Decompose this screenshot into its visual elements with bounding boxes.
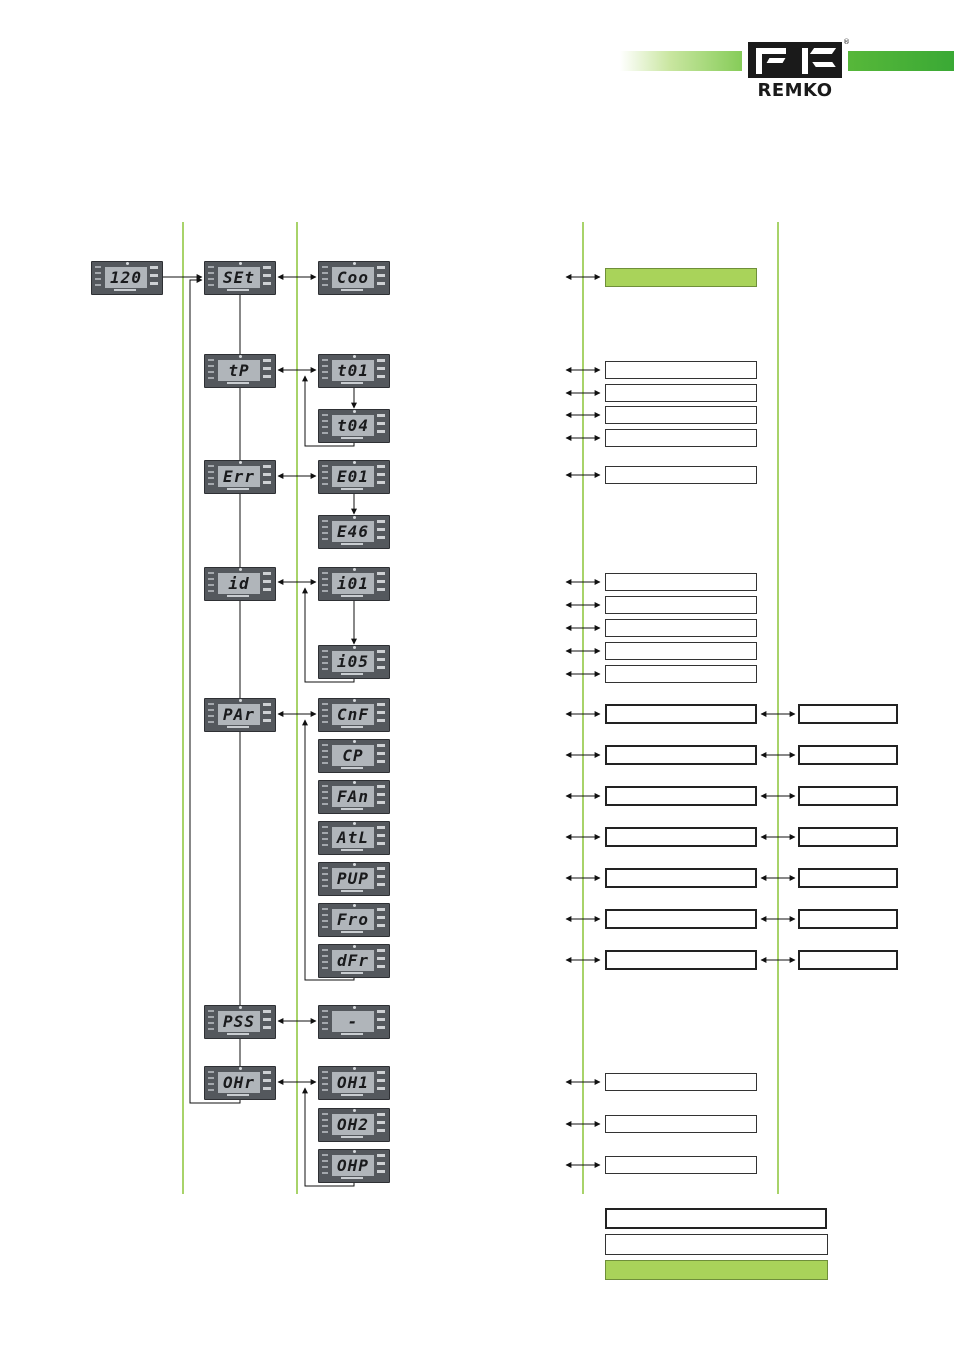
display-sub-fan: FAn (318, 780, 390, 814)
param-detail-fro (798, 909, 898, 929)
display-sub-fro-value: Fro (337, 910, 369, 929)
param-detail-atl (798, 827, 898, 847)
legend-thin-box (605, 1234, 828, 1255)
display-sub-e46: E46 (318, 515, 390, 549)
display-menu-id: id (204, 567, 276, 601)
value-box-i01 (605, 573, 757, 591)
display-sub-dfr-value: dFr (337, 951, 369, 970)
display-sub-e01-value: E01 (337, 467, 369, 486)
display-menu-tp: tP (204, 354, 276, 388)
value-box-err (605, 466, 757, 484)
display-sub-oh1: OH1 (318, 1066, 390, 1100)
display-sub-pss: - (318, 1005, 390, 1039)
display-sub-i01: i01 (318, 567, 390, 601)
display-sub-ohp-value: OHP (337, 1156, 369, 1175)
display-menu-err: Err (204, 460, 276, 494)
display-sub-e46-value: E46 (337, 522, 369, 541)
remko-logo-mark (748, 42, 842, 78)
value-box-coo (605, 268, 757, 287)
display-sub-t04: t04 (318, 409, 390, 443)
display-sub-atl-value: AtL (337, 828, 369, 847)
param-box-fro (605, 909, 757, 929)
param-detail-pup (798, 868, 898, 888)
display-sub-i01-value: i01 (337, 574, 369, 593)
display-sub-i05-value: i05 (337, 652, 369, 671)
display-sub-cnf: CnF (318, 698, 390, 732)
param-detail-cp (798, 745, 898, 765)
display-sub-fro: Fro (318, 903, 390, 937)
display-start: 120 (91, 261, 163, 295)
display-sub-pup: PUP (318, 862, 390, 896)
legend-green-box (605, 1260, 828, 1280)
param-detail-dfr (798, 950, 898, 970)
legend-bold-box (605, 1208, 827, 1229)
display-sub-atl: AtL (318, 821, 390, 855)
display-menu-pss: PSS (204, 1005, 276, 1039)
display-sub-oh1-value: OH1 (337, 1073, 369, 1092)
param-detail-cnf (798, 704, 898, 724)
value-box-t04 (605, 429, 757, 447)
value-box-i03 (605, 619, 757, 637)
display-menu-pss-value: PSS (223, 1012, 255, 1031)
display-sub-i05: i05 (318, 645, 390, 679)
guide-line-4 (777, 222, 779, 1194)
display-sub-coo: Coo (318, 261, 390, 295)
guide-line-1 (182, 222, 184, 1194)
value-box-i02 (605, 596, 757, 614)
guide-line-3 (582, 222, 584, 1194)
registered-mark: ® (843, 38, 850, 46)
display-start-value: 120 (110, 268, 142, 287)
param-box-pup (605, 868, 757, 888)
display-sub-fan-value: FAn (337, 787, 369, 806)
param-box-cnf (605, 704, 757, 724)
value-box-t02 (605, 384, 757, 402)
param-box-cp (605, 745, 757, 765)
value-box-ohp (605, 1156, 757, 1174)
param-box-atl (605, 827, 757, 847)
display-menu-err-value: Err (223, 467, 255, 486)
value-box-t03 (605, 406, 757, 424)
display-sub-cp: CP (318, 739, 390, 773)
display-menu-par: PAr (204, 698, 276, 732)
display-menu-set-value: SEt (223, 268, 255, 287)
value-box-i05 (605, 665, 757, 683)
display-sub-dfr: dFr (318, 944, 390, 978)
value-box-t01 (605, 361, 757, 379)
display-menu-id-value: id (228, 574, 250, 593)
display-sub-oh2: OH2 (318, 1108, 390, 1142)
display-sub-t01-value: t01 (337, 361, 369, 380)
display-sub-cnf-value: CnF (337, 705, 369, 724)
param-box-fan (605, 786, 757, 806)
display-menu-ohr: OHr (204, 1066, 276, 1100)
value-box-oh2 (605, 1115, 757, 1133)
display-sub-oh2-value: OH2 (337, 1115, 369, 1134)
remko-logo-text: REMKO (757, 80, 833, 101)
display-sub-e01: E01 (318, 460, 390, 494)
param-box-dfr (605, 950, 757, 970)
display-sub-pss-value: - (347, 1012, 359, 1031)
display-sub-coo-value: Coo (337, 268, 369, 287)
display-menu-par-value: PAr (223, 705, 255, 724)
display-sub-cp-value: CP (342, 746, 364, 765)
display-sub-t04-value: t04 (337, 416, 369, 435)
value-box-i04 (605, 642, 757, 660)
display-menu-ohr-value: OHr (223, 1073, 255, 1092)
display-menu-tp-value: tP (228, 361, 250, 380)
param-detail-fan (798, 786, 898, 806)
display-sub-t01: t01 (318, 354, 390, 388)
display-sub-pup-value: PUP (337, 869, 369, 888)
display-menu-set: SEt (204, 261, 276, 295)
display-sub-ohp: OHP (318, 1149, 390, 1183)
value-box-oh1 (605, 1073, 757, 1091)
guide-line-2 (296, 222, 298, 1194)
